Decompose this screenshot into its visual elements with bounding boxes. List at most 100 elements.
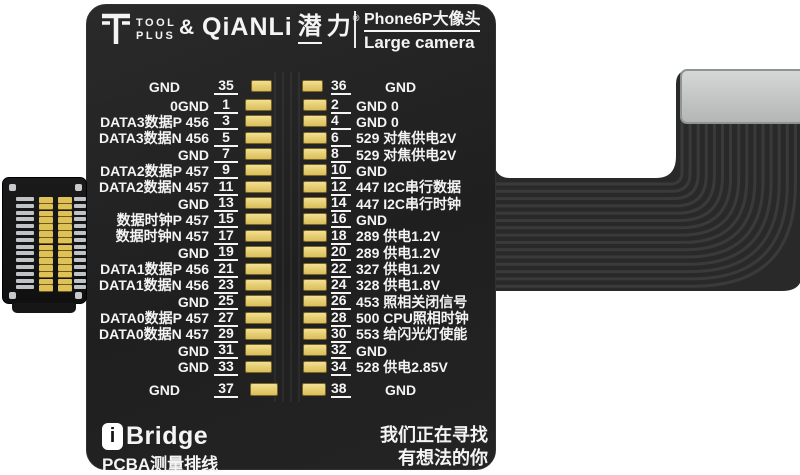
pin-number: 14 bbox=[331, 195, 351, 213]
pcb-body bbox=[86, 4, 496, 470]
solder-pad bbox=[245, 295, 272, 308]
pin-label: DATA2数据P 457 bbox=[100, 162, 209, 179]
pin-number: 26 bbox=[331, 293, 351, 311]
slogan: 我们正在寻找 有想法的你 bbox=[380, 424, 488, 470]
connector-silver-pin bbox=[16, 278, 34, 283]
pin-label: GND bbox=[177, 293, 209, 310]
solder-pad bbox=[245, 180, 272, 193]
pin-label: GND bbox=[177, 342, 209, 359]
pin-label: 553 给闪光灯使能 bbox=[356, 326, 468, 343]
connector-gold-pin bbox=[58, 278, 72, 285]
solder-pad bbox=[303, 197, 327, 210]
connector-gold-pin bbox=[39, 203, 53, 210]
pin-label: 数据时钟N 457 bbox=[115, 228, 209, 245]
solder-pad bbox=[303, 344, 327, 357]
connector-silver-pin bbox=[16, 203, 34, 208]
solder-pad bbox=[245, 360, 272, 373]
registered-mark: ® bbox=[352, 13, 360, 23]
board-connector bbox=[2, 177, 87, 304]
connector-silver-pin bbox=[16, 285, 34, 290]
pin-number: 1 bbox=[214, 97, 238, 114]
solder-pad bbox=[303, 131, 327, 144]
solder-pad bbox=[303, 180, 327, 193]
solder-pad bbox=[303, 99, 327, 111]
connector-screw bbox=[75, 292, 82, 299]
connector-silver-pin bbox=[16, 265, 34, 269]
pin-label: 529 对焦供电2V bbox=[356, 146, 457, 163]
connector-gold-pin bbox=[58, 258, 72, 264]
connector-silver-pin bbox=[74, 217, 86, 222]
connector-silver-pin bbox=[16, 237, 34, 242]
toolplus-t-icon bbox=[102, 13, 130, 44]
pin-number: 17 bbox=[214, 227, 238, 245]
pin-number: 5 bbox=[214, 129, 238, 147]
pin-number: 6 bbox=[331, 129, 351, 147]
connector-gold-pin bbox=[58, 244, 72, 251]
connector-silver-pin bbox=[74, 251, 86, 256]
qianli-cjk-2: 力 bbox=[326, 13, 351, 40]
solder-pad bbox=[302, 383, 326, 396]
pin-label: GND bbox=[356, 162, 388, 179]
pin-number: 30 bbox=[331, 325, 351, 343]
solder-pad bbox=[251, 80, 272, 92]
pin-number: 23 bbox=[214, 276, 238, 294]
pin-number: 12 bbox=[331, 178, 351, 196]
connector-gold-pin bbox=[58, 224, 72, 230]
connector-gold-pin bbox=[58, 197, 72, 203]
pin-label: 0GND bbox=[170, 97, 209, 114]
connector-gold-pin bbox=[39, 278, 53, 285]
pin-number: 29 bbox=[214, 325, 238, 343]
flex-stiffener-pad bbox=[680, 69, 800, 124]
pin-label: GND 0 bbox=[356, 113, 399, 130]
pin-label: 328 供电1.8V bbox=[356, 277, 441, 294]
pin-label: GND bbox=[356, 342, 388, 359]
connector-gold-pin bbox=[39, 258, 53, 264]
header-divider bbox=[354, 11, 356, 48]
solder-pad bbox=[250, 383, 278, 396]
solder-pad bbox=[245, 115, 272, 128]
pin-row-left: 数据时钟N 457 17 bbox=[88, 227, 238, 245]
pin-label: 528 供电2.85V bbox=[356, 359, 448, 376]
pin-label: DATA3数据N 456 bbox=[99, 130, 209, 147]
connector-silver-pin bbox=[74, 237, 86, 242]
connector-silver-pin bbox=[74, 265, 86, 269]
pin-number: 3 bbox=[214, 113, 238, 131]
pin-label: 327 供电1.2V bbox=[356, 261, 441, 277]
pin-number: 13 bbox=[214, 195, 238, 213]
pin-row-left: 0GND 1 bbox=[88, 97, 238, 114]
pin-label: GND bbox=[148, 381, 180, 398]
solder-pad bbox=[303, 327, 327, 340]
connector-silver-pin bbox=[16, 217, 34, 222]
ibridge-text: Bridge bbox=[126, 422, 209, 450]
pin-label: DATA0数据P 457 bbox=[100, 310, 209, 327]
pin-number: 16 bbox=[331, 211, 351, 229]
connector-tab bbox=[12, 303, 76, 313]
pin-label: DATA3数据P 456 bbox=[100, 113, 209, 130]
pin-label: DATA0数据N 457 bbox=[99, 326, 209, 343]
pin-number: 32 bbox=[331, 342, 351, 360]
connector-gold-pin bbox=[39, 271, 53, 278]
solder-pad bbox=[245, 164, 272, 177]
connector-silver-pin bbox=[74, 197, 86, 201]
connector-screw bbox=[9, 292, 16, 299]
qianli-latin: QiANLi bbox=[202, 13, 293, 41]
pin-number: 35 bbox=[214, 78, 238, 95]
pin-number: 33 bbox=[214, 358, 238, 376]
connector-gold-pin bbox=[58, 271, 72, 278]
pin-label: GND bbox=[177, 244, 209, 261]
solder-pad bbox=[245, 229, 272, 242]
solder-pad bbox=[303, 360, 327, 373]
connector-silver-pin bbox=[16, 271, 34, 276]
